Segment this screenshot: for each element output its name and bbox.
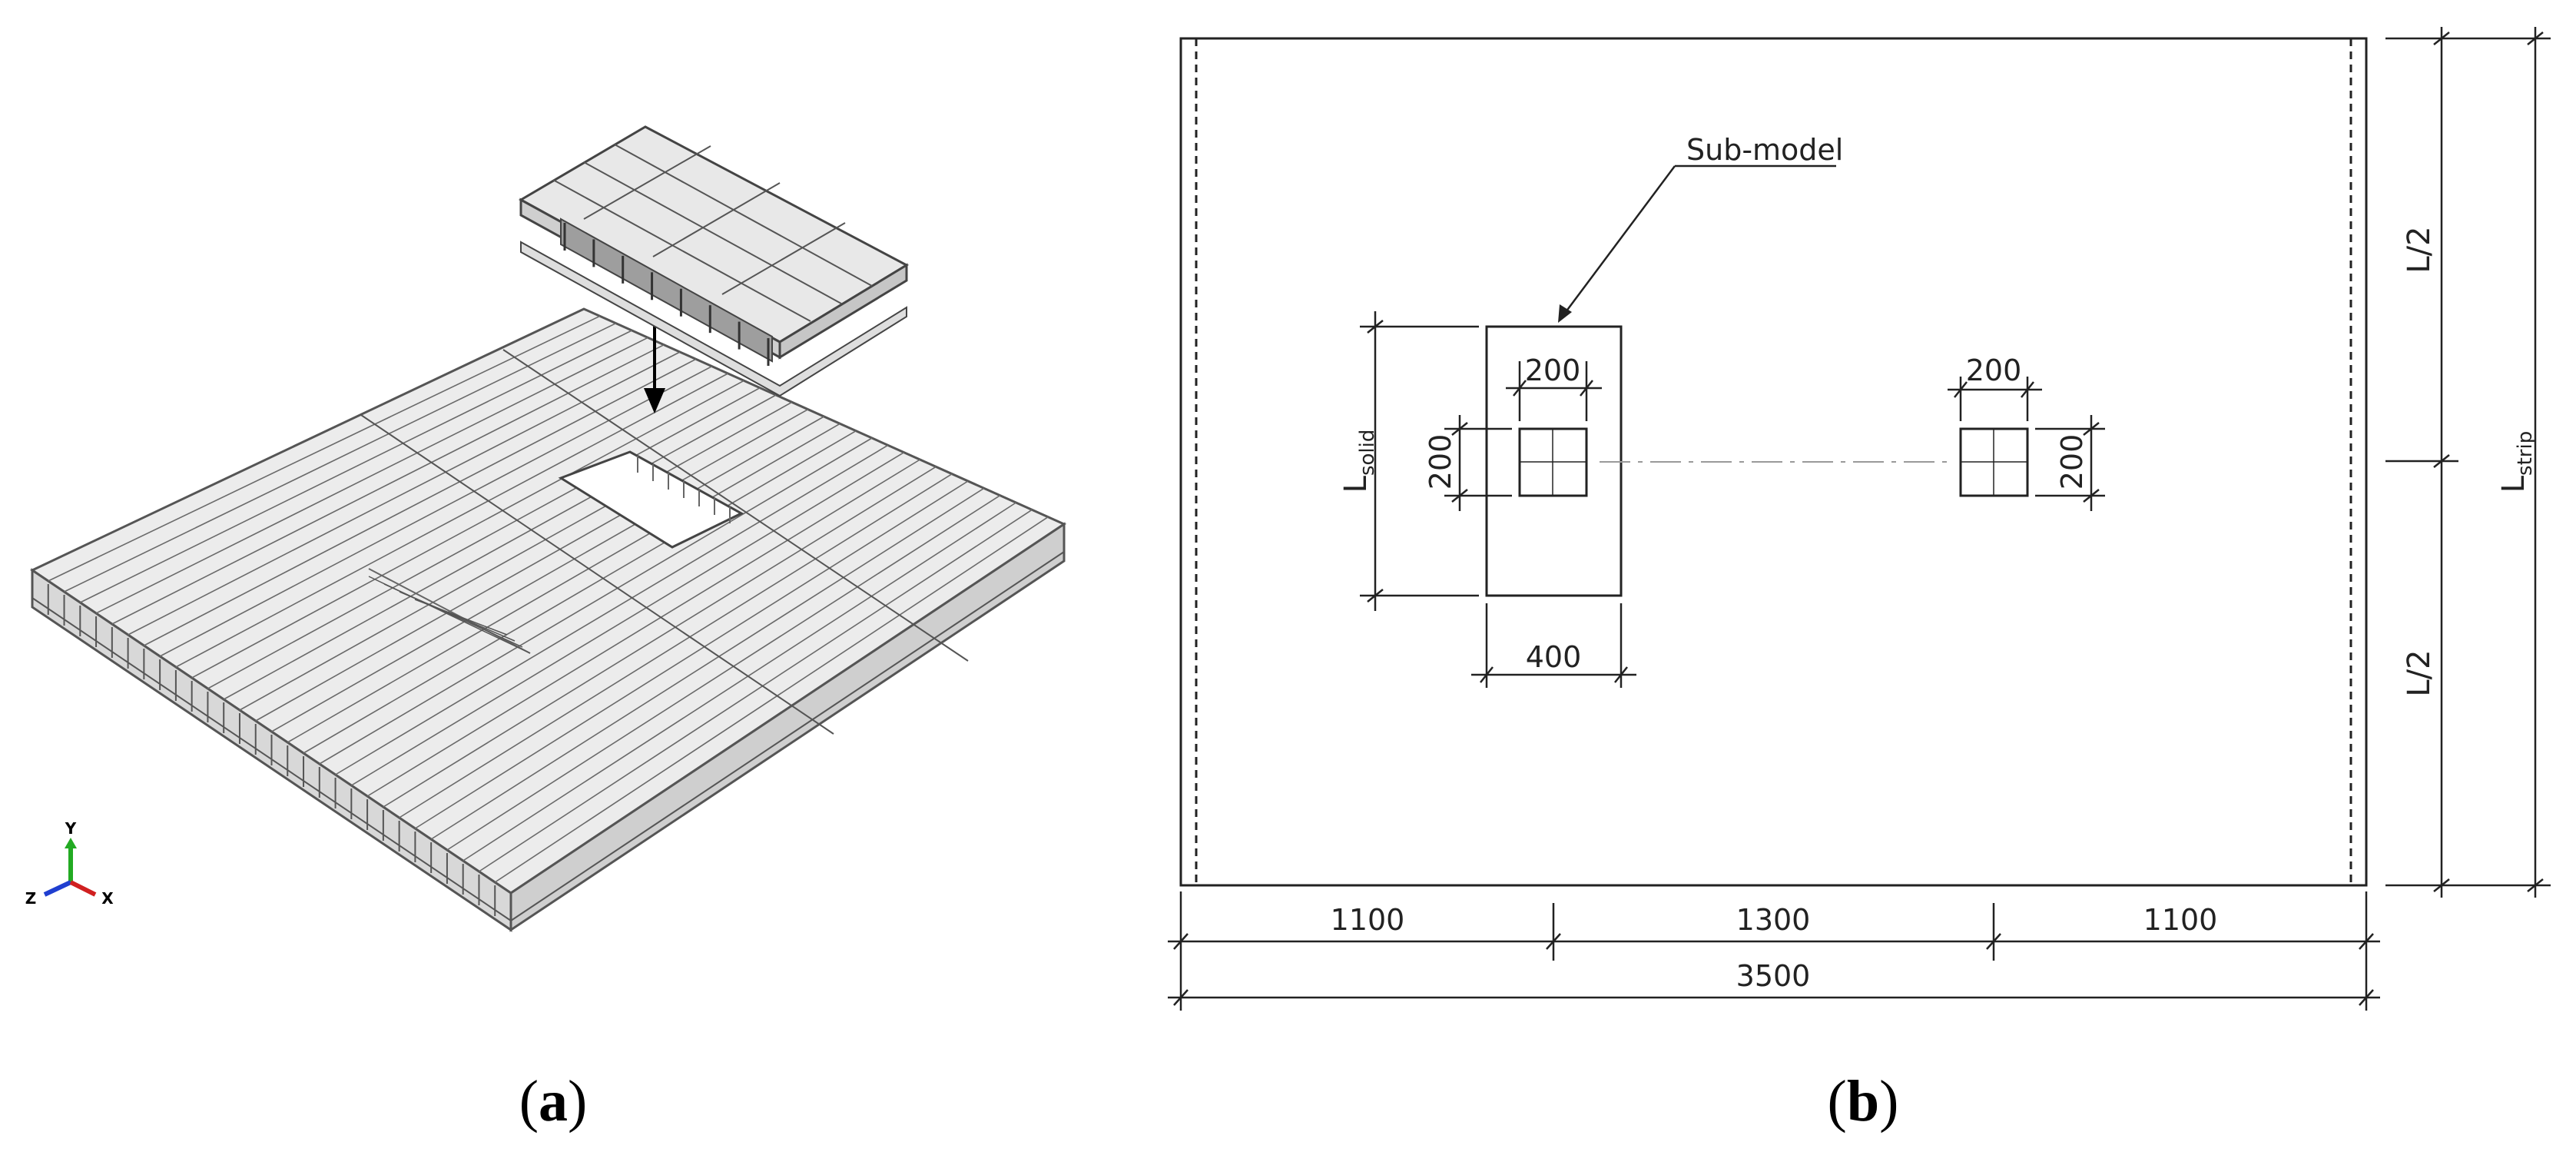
dim-right-top-label: 200 <box>1966 354 2022 387</box>
stiffener-line <box>128 351 681 636</box>
y-axis-label: Y <box>65 819 77 838</box>
submodel-web-zone <box>560 217 773 363</box>
axis-triad: Y Z X <box>25 819 114 908</box>
dim-right-side <box>2035 415 2105 511</box>
dim-sub-top <box>1506 361 1602 421</box>
strip-outline <box>1179 37 2368 887</box>
dim-right-side-label: 200 <box>2055 434 2089 490</box>
dim-sub-top-label: 200 <box>1525 354 1581 387</box>
stiffener-line <box>430 487 985 840</box>
y-axis-arrow <box>65 838 77 848</box>
stiffener-line <box>383 466 937 808</box>
stiffener-line <box>48 315 601 582</box>
x-axis-label: X <box>101 889 114 908</box>
dim-bottom-right-label: 1100 <box>2143 903 2218 937</box>
z-axis-label: Z <box>25 889 37 908</box>
stiffener-line <box>399 473 953 818</box>
submodel-3d <box>518 125 910 397</box>
dim-sub-left-label: 200 <box>1424 434 1457 490</box>
stiffener-line <box>111 344 665 625</box>
dim-sub-bottom-label: 400 <box>1526 640 1582 674</box>
plate-webs <box>47 584 496 916</box>
stiffener-line <box>350 451 905 786</box>
stiffener-line <box>79 330 632 603</box>
dim-l-solid <box>1360 311 1479 611</box>
stiffener-line <box>271 416 824 732</box>
x-axis-line <box>69 880 97 897</box>
insertion-arrow-head <box>644 388 665 413</box>
submodel-leader-arrow <box>1558 304 1572 323</box>
caption-b: (b) <box>1828 1069 1899 1134</box>
stiffener-line <box>414 480 969 829</box>
solid-zone-left <box>368 576 531 654</box>
panel-a: Y Z X (a) <box>25 125 1067 1134</box>
stiffener-line <box>494 516 1049 883</box>
dim-right-top <box>1948 377 2042 421</box>
stiffener-line <box>143 358 697 646</box>
dim-bottom <box>1168 891 2380 1011</box>
dim-bottom-left-label: 1100 <box>1331 903 1405 937</box>
stiffener-line <box>239 401 793 711</box>
submodel-cutout <box>558 450 744 549</box>
stiffener-line <box>319 437 873 765</box>
z-axis-line <box>43 880 72 897</box>
frame-line <box>360 414 834 735</box>
dim-sub-bottom <box>1471 603 1636 688</box>
stiffener-line <box>64 322 617 593</box>
dim-l-solid-label: Lsolid <box>1338 430 1379 493</box>
dim-bottom-total-label: 3500 <box>1736 959 1811 993</box>
stiffener-line <box>303 430 857 754</box>
submodel-top-lines <box>552 144 873 322</box>
frame-line <box>502 349 969 662</box>
dim-l-strip-label: Lstrip <box>2496 431 2537 493</box>
stiffener-line <box>287 423 840 743</box>
stiffener-line <box>462 502 1016 862</box>
submodel-right-face <box>778 263 908 360</box>
stiffener-line <box>207 387 761 689</box>
dim-half-bottom-label: L/2 <box>2402 649 2437 696</box>
stiffener-line <box>479 509 1033 872</box>
dim-half-top-label: L/2 <box>2402 226 2437 273</box>
submodel-label: Sub-model <box>1686 133 1843 167</box>
plate-stiffeners <box>48 315 1049 883</box>
submodel-webs <box>563 223 770 366</box>
dim-sub-left <box>1444 415 1512 511</box>
stiffener-line <box>175 373 728 668</box>
stiffener-line <box>159 365 713 657</box>
stiffener-line <box>223 394 777 700</box>
caption-a: (a) <box>519 1069 588 1134</box>
panel-b: Sub-model 200 200 Lsolid <box>1168 27 2551 1134</box>
dim-bottom-mid-label: 1300 <box>1736 903 1811 937</box>
stiffener-line <box>335 444 889 775</box>
stiffener-line <box>191 380 744 679</box>
submodel-leader <box>1562 165 1676 316</box>
frame-line <box>368 568 531 654</box>
stiffener-line <box>446 494 1001 851</box>
stiffener-line <box>255 408 809 722</box>
submodel-bottom-flange <box>520 241 907 397</box>
stiffener-line <box>366 459 920 797</box>
dim-right-vertical <box>2385 27 2551 898</box>
cutout-webs <box>637 456 731 523</box>
stiffener-line <box>95 337 648 614</box>
